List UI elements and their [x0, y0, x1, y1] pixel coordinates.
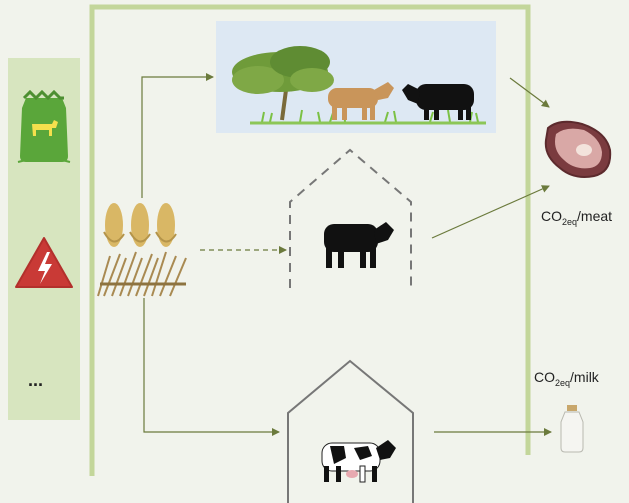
meat-label-suffix: /meat	[577, 208, 613, 224]
flow-arrows	[141, 73, 552, 436]
brown-cow-icon	[328, 82, 394, 120]
corn-cob-icon	[103, 203, 177, 247]
milk-bottle-icon	[560, 405, 584, 453]
feedlot-bull-icon	[324, 222, 394, 268]
meat-steak-icon	[544, 120, 612, 178]
arrow-feedlot-to-meat	[431, 185, 550, 239]
meat-label-prefix: CO	[541, 208, 562, 224]
meat-label-subscript: 2eq	[562, 216, 578, 227]
milk-label-subscript: 2eq	[555, 377, 571, 388]
co2eq-per-meat-label: CO2eq/meat	[541, 208, 612, 227]
co2eq-per-milk-label: CO2eq/milk	[534, 369, 599, 388]
straw-bundle-icon	[97, 251, 187, 297]
feed-bag-icon	[17, 89, 71, 163]
arrow-crops-to-pasture	[141, 73, 214, 198]
holstein-cow-icon	[321, 440, 396, 483]
black-bull-icon	[402, 84, 474, 120]
feedlot-house	[289, 148, 412, 288]
arrow-pasture-to-meat	[509, 77, 550, 108]
electricity-warning-icon	[15, 237, 73, 288]
system-boundary-frame	[89, 4, 531, 476]
dairy-barn	[287, 359, 414, 503]
tree-icon	[232, 46, 334, 121]
more-inputs-ellipsis: ...	[28, 370, 44, 390]
milk-label-suffix: /milk	[570, 369, 599, 385]
milk-label-prefix: CO	[534, 369, 555, 385]
arrow-crops-to-dairy	[143, 298, 280, 436]
